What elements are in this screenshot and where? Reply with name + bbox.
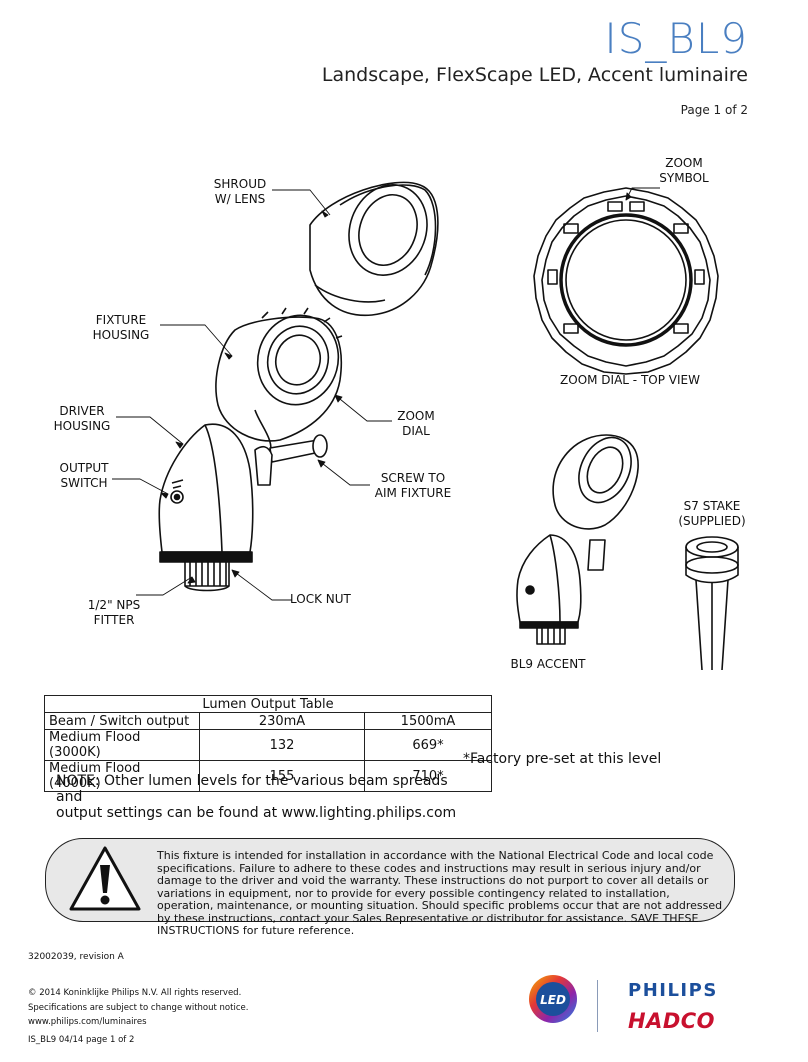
label-nps-line2: FITTER: [93, 613, 135, 627]
label-nps-line1: 1/2" NPS: [87, 598, 141, 612]
label-output-switch: OUTPUT SWITCH: [52, 461, 116, 491]
table-header: 230mA: [199, 712, 365, 730]
document-title: IS_BL9: [604, 14, 748, 63]
factory-preset-note: *Factory pre-set at this level: [463, 751, 662, 767]
table-caption-row: Lumen Output Table: [44, 695, 492, 713]
driver-housing-drawing: [158, 423, 254, 563]
led-logo: LED: [529, 975, 577, 1023]
led-logo-text: LED: [540, 993, 566, 1007]
label-driver-housing: DRIVER HOUSING: [46, 404, 118, 434]
label-shroud-line1: SHROUD: [213, 177, 267, 191]
copyright-block: © 2014 Koninklijke Philips N.V. All righ…: [28, 986, 248, 1030]
label-zoomdial-line1: ZOOM: [397, 409, 435, 423]
label-zoom-dial: ZOOM DIAL: [384, 409, 448, 439]
label-zoomdial-line2: DIAL: [402, 424, 430, 438]
label-output-line1: OUTPUT: [59, 461, 109, 475]
label-zoomsym-line2: SYMBOL: [659, 171, 709, 185]
table-cell: 132: [199, 729, 365, 761]
nps-fitter-drawing: [184, 561, 230, 592]
label-shroud: SHROUD W/ LENS: [200, 177, 280, 207]
philips-logo: PHILIPS: [628, 980, 718, 1001]
aim-screw-drawing: [254, 434, 328, 486]
logo-divider: [597, 980, 598, 1032]
label-nps-fitter: 1/2" NPS FITTER: [74, 598, 154, 628]
label-stake: S7 STAKE (SUPPLIED): [672, 499, 752, 529]
table-header-row: Beam / Switch output 230mA 1500mA: [44, 712, 492, 730]
label-stake-line2: (SUPPLIED): [678, 514, 746, 528]
document-subtitle: Landscape, FlexScape LED, Accent luminai…: [321, 64, 748, 86]
label-top-view: ZOOM DIAL - TOP VIEW: [560, 373, 700, 387]
label-fixture-line2: HOUSING: [92, 328, 150, 342]
spec-notice: Specifications are subject to change wit…: [28, 1002, 249, 1013]
label-zoom-symbol: ZOOM SYMBOL: [648, 156, 720, 186]
document-code: 32002039, revision A: [28, 952, 124, 962]
label-bl9-accent: BL9 ACCENT: [510, 657, 586, 671]
label-zoomsym-line1: ZOOM: [665, 156, 703, 170]
warning-triangle-icon: [69, 846, 141, 911]
table-cell: 155: [199, 760, 365, 792]
label-fixture-housing: FIXTURE HOUSING: [80, 313, 162, 343]
shroud-drawing: [309, 181, 439, 317]
hadco-logo: HADCO: [628, 1009, 716, 1033]
table-header: Beam / Switch output: [44, 712, 200, 730]
table-cell: 710*: [364, 760, 492, 792]
warning-box: [45, 838, 735, 922]
lumen-note: NOTE: Other lumen levels for the various…: [56, 773, 476, 821]
warning-text: This fixture is intended for installatio…: [157, 849, 723, 937]
bl9-accent-drawing: [516, 434, 639, 645]
label-aim-screw: SCREW TO AIM FIXTURE: [368, 471, 458, 501]
table-header: 1500mA: [364, 712, 492, 730]
table-cell: Medium Flood (4000K): [44, 760, 200, 792]
fixture-housing-drawing: [215, 307, 343, 456]
label-fixture-line1: FIXTURE: [95, 313, 147, 327]
table-row: Medium Flood (4000K) 155 710*: [44, 760, 492, 792]
zoom-dial-top-view: [533, 187, 719, 375]
page-number: Page 1 of 2: [680, 103, 748, 117]
label-screw-line2: AIM FIXTURE: [374, 486, 452, 500]
table-cell: 669*: [364, 729, 492, 761]
lumen-note-line2: output settings can be found at www.ligh…: [56, 805, 457, 821]
label-shroud-line2: W/ LENS: [214, 192, 266, 206]
label-lock-nut: LOCK NUT: [290, 592, 351, 606]
label-driver-line2: HOUSING: [53, 419, 111, 433]
fixture-diagram: [112, 181, 739, 670]
copyright-line: © 2014 Koninklijke Philips N.V. All righ…: [28, 988, 242, 998]
label-screw-line1: SCREW TO: [380, 471, 446, 485]
stake-drawing: [685, 536, 739, 670]
table-cell: Medium Flood (3000K): [44, 729, 200, 761]
lumen-output-table: Lumen Output Table Beam / Switch output …: [44, 695, 492, 792]
lumen-note-line1: NOTE: Other lumen levels for the various…: [56, 773, 448, 805]
label-output-line2: SWITCH: [60, 476, 108, 490]
page-footer: IS_BL9 04/14 page 1 of 2: [28, 1035, 135, 1045]
website-link[interactable]: www.philips.com/luminaires: [28, 1017, 147, 1027]
label-driver-line1: DRIVER: [59, 404, 105, 418]
table-row: Medium Flood (3000K) 132 669*: [44, 729, 492, 761]
label-stake-line1: S7 STAKE: [683, 499, 741, 513]
table-caption: Lumen Output Table: [44, 695, 492, 713]
